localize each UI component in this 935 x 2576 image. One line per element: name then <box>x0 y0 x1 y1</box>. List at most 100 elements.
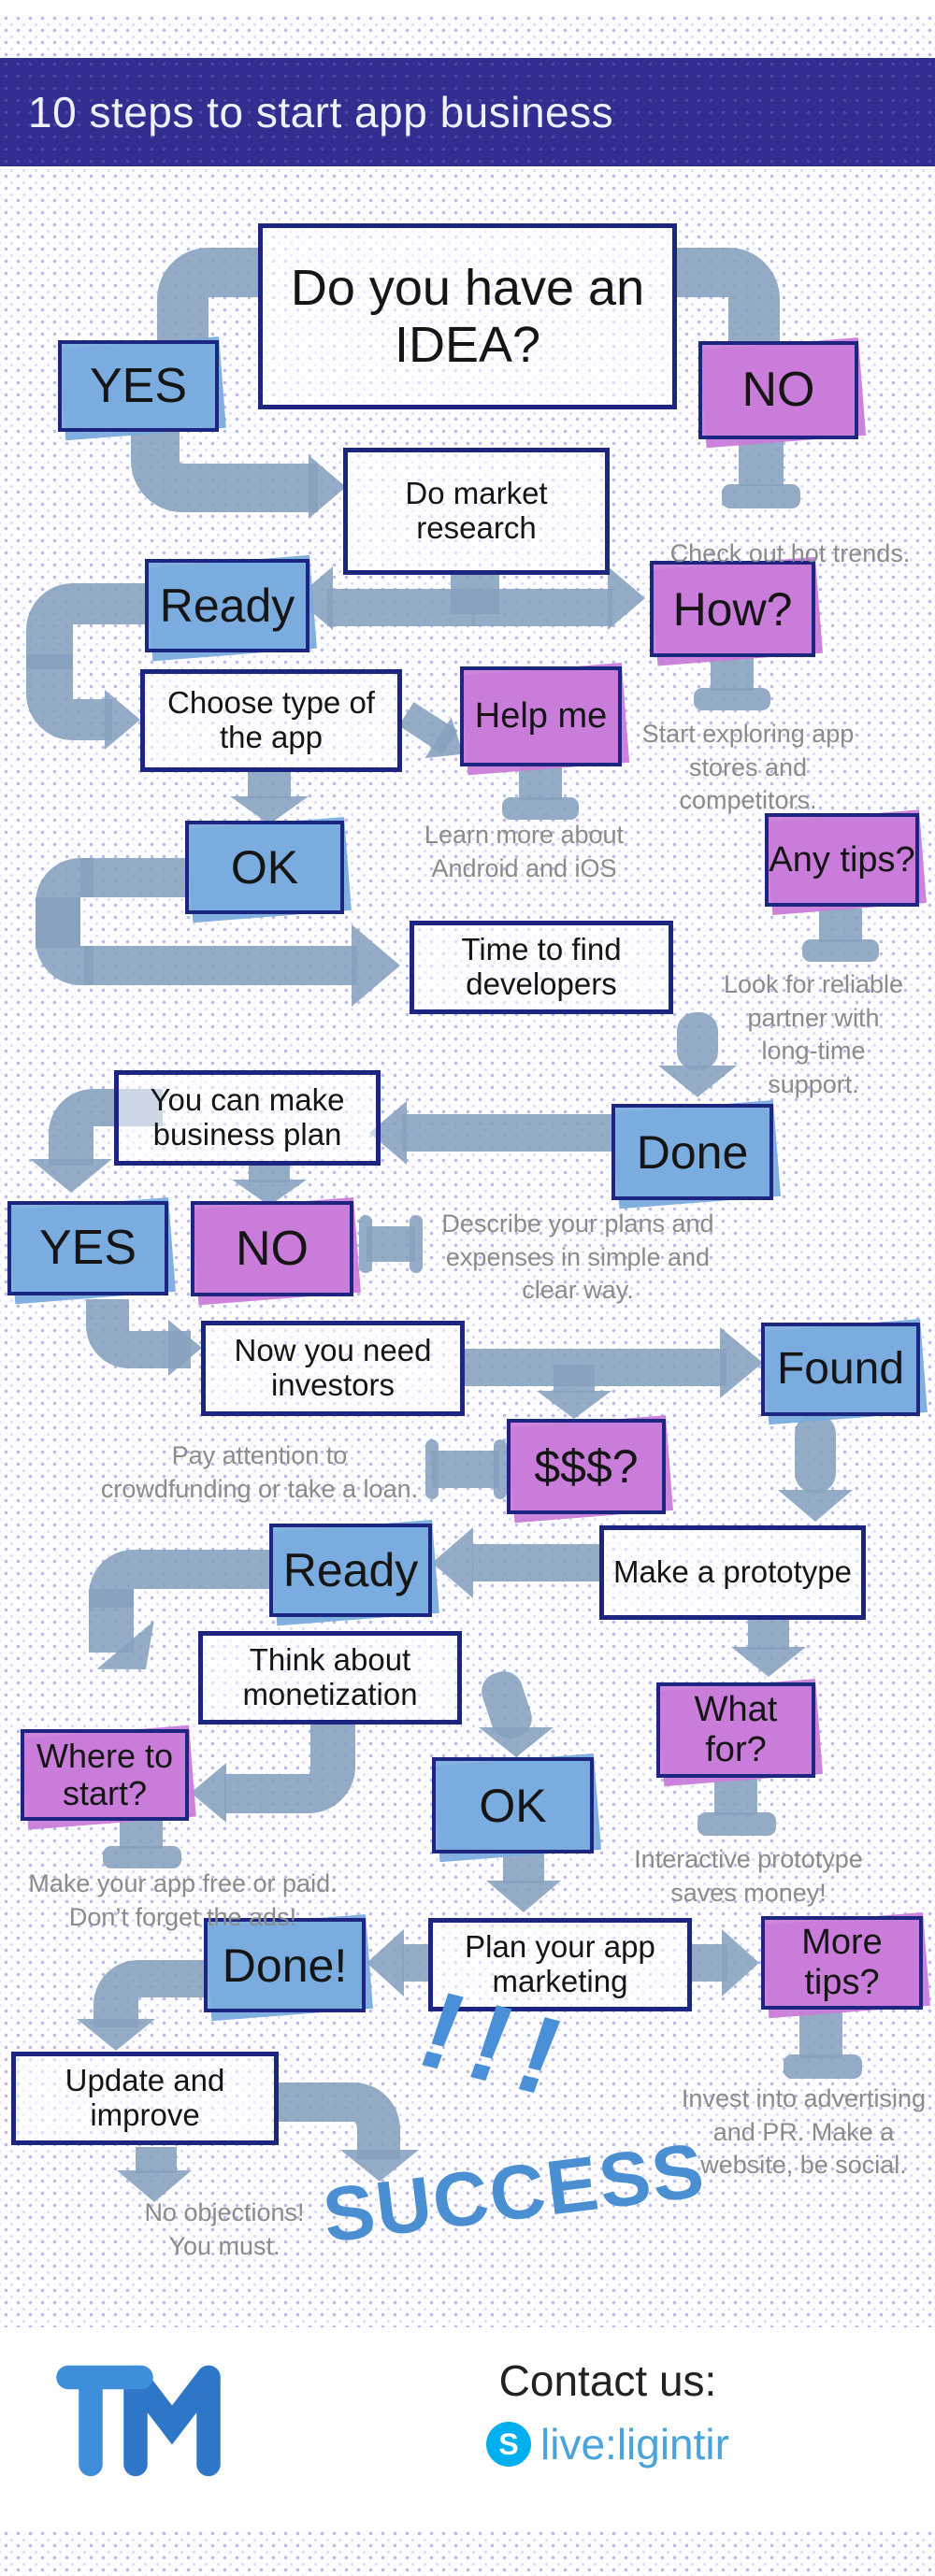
arrowhead-ok2 <box>479 1727 554 1757</box>
arrow-idea-to-no <box>677 248 780 341</box>
node-ok-1: OK <box>185 821 344 914</box>
beam-whatfor-down <box>714 1778 757 1815</box>
node-update: Update and improve <box>11 2052 279 2145</box>
arrowhead-money <box>537 1391 611 1419</box>
arrowhead-plan <box>486 1881 561 1912</box>
node-what-for: What for? <box>656 1682 815 1778</box>
node-prototype-label: Make a prototype <box>613 1554 852 1590</box>
node-prototype: Make a prototype <box>599 1525 866 1620</box>
note-free-or-paid: Make your app free or paid. Don’t forget… <box>28 1869 338 1931</box>
node-yes-2-label: YES <box>38 1221 137 1276</box>
node-ready-2-label: Ready <box>282 1544 419 1596</box>
note-invest: Invest into advertising and PR. Make a w… <box>681 2084 927 2180</box>
node-no-2: NO <box>191 1201 353 1296</box>
node-where-start-label: Where to start? <box>36 1736 174 1812</box>
beam-anytips-cap <box>802 939 879 962</box>
arrowhead-how <box>608 566 645 630</box>
arrow-plan-moretips-bar <box>692 1944 727 1982</box>
node-ready-2: Ready <box>269 1524 432 1617</box>
arrow-ready2-think-col <box>89 1589 134 1653</box>
contact-label: Contact us: <box>498 2356 717 2405</box>
beam-how-down <box>711 657 754 691</box>
node-market-research: Do market research <box>343 448 610 575</box>
arrow-prototype-ready2-bar <box>472 1544 603 1581</box>
node-business-plan-label: You can make business plan <box>150 1082 345 1152</box>
skype-row: S live:ligintir <box>402 2419 813 2469</box>
arrowhead-choose <box>105 690 140 750</box>
page-title: 10 steps to start app business <box>28 88 614 136</box>
note-describe: Describe your plans and expenses in simp… <box>441 1209 714 1305</box>
arrow-money-col <box>554 1365 595 1393</box>
note-crowdfunding: Pay attention to crowdfunding or take a … <box>100 1441 419 1503</box>
arrow-ready-left-top <box>26 583 145 669</box>
skype-icon: S <box>486 2422 532 2467</box>
node-find-developers-label: Time to find developers <box>461 932 622 1001</box>
note-reliable: Look for reliable partner with long-time… <box>723 970 904 1098</box>
arrow-idea-to-yes <box>157 248 258 340</box>
node-money: $$$? <box>507 1419 666 1514</box>
beam-moretips-down <box>799 2010 842 2058</box>
node-monetization-label: Think about monetization <box>242 1642 418 1711</box>
node-choose-type: Choose type of the app <box>140 669 402 772</box>
arrowhead-update <box>77 2019 155 2051</box>
node-marketing: Plan your app marketing <box>428 1918 692 2011</box>
node-investors-label: Now you need investors <box>234 1333 432 1402</box>
footer-band <box>0 2327 935 2530</box>
node-business-plan: You can make business plan <box>114 1070 381 1166</box>
node-more-tips-label: More tips? <box>801 1923 883 2002</box>
beam-money-bar <box>432 1451 499 1488</box>
beam-helpme-cap <box>502 797 579 820</box>
beam-no-down <box>739 439 784 486</box>
node-help-me-label: Help me <box>474 696 608 737</box>
arrow-to-developers-bar <box>84 946 357 985</box>
node-choose-type-label: Choose type of the app <box>167 685 375 754</box>
node-update-label: Update and improve <box>65 2063 225 2132</box>
node-idea: Do you have an IDEA? <box>258 223 677 409</box>
node-more-tips: More tips? <box>761 1916 923 2010</box>
node-done-2: Done! <box>204 1918 366 2012</box>
node-found-label: Found <box>776 1344 905 1395</box>
node-monetization: Think about monetization <box>198 1631 462 1724</box>
node-found: Found <box>761 1323 920 1416</box>
arrow-ready-left-bottom <box>26 654 112 740</box>
beam-how-cap <box>694 688 770 710</box>
beam-no-cap <box>722 484 800 508</box>
note-hot-trends: Check out hot trends. <box>669 539 911 567</box>
node-money-label: $$$? <box>534 1440 639 1493</box>
arrowhead-success <box>340 2150 419 2182</box>
note-explore: Start exploring app stores and competito… <box>641 720 855 815</box>
node-yes-1: YES <box>58 340 219 432</box>
arrowhead-market <box>309 455 346 519</box>
arrow-developers-done-bar <box>677 1012 718 1070</box>
node-help-me: Help me <box>460 666 622 766</box>
arrow-update-down-col <box>136 2147 177 2173</box>
arrowhead-prototype <box>778 1490 853 1522</box>
arrowhead-yes2 <box>30 1159 112 1193</box>
note-interactive: Interactive prototype saves money! <box>634 1845 863 1907</box>
node-no-1: NO <box>698 341 858 439</box>
node-ok-2: OK <box>432 1757 594 1853</box>
node-done-1: Done <box>611 1104 773 1200</box>
beam-wherestart-cap <box>103 1846 181 1868</box>
arrow-update-success <box>279 2082 400 2159</box>
arrow-choose-ok-col <box>248 772 291 798</box>
node-where-start: Where to start? <box>21 1729 189 1821</box>
node-find-developers: Time to find developers <box>410 921 673 1014</box>
top-white-strip <box>0 0 935 14</box>
arrow-bizplan-no2-col <box>249 1166 290 1182</box>
arrow-done2-update <box>94 1960 204 2027</box>
arrow-plan-done2-bar <box>402 1944 428 1982</box>
beam-wherestart-down <box>120 1821 163 1849</box>
arrow-ok1-u-top <box>80 858 185 897</box>
arrow-done-bizplan-bar <box>402 1114 613 1152</box>
note-no-objections: No objections! You must. <box>144 2198 305 2260</box>
beam-moretips-cap <box>784 2054 862 2079</box>
arrowhead-moretips <box>722 1929 759 1996</box>
beam-money-capR <box>494 1439 507 1499</box>
arrowhead-noobjections <box>117 2170 192 2202</box>
node-market-research-label: Do market research <box>405 476 548 545</box>
tm-logo-icon <box>56 2365 221 2477</box>
node-no-1-label: NO <box>741 363 815 418</box>
node-any-tips-label: Any tips? <box>769 839 915 880</box>
node-what-for-label: What for? <box>694 1690 778 1769</box>
